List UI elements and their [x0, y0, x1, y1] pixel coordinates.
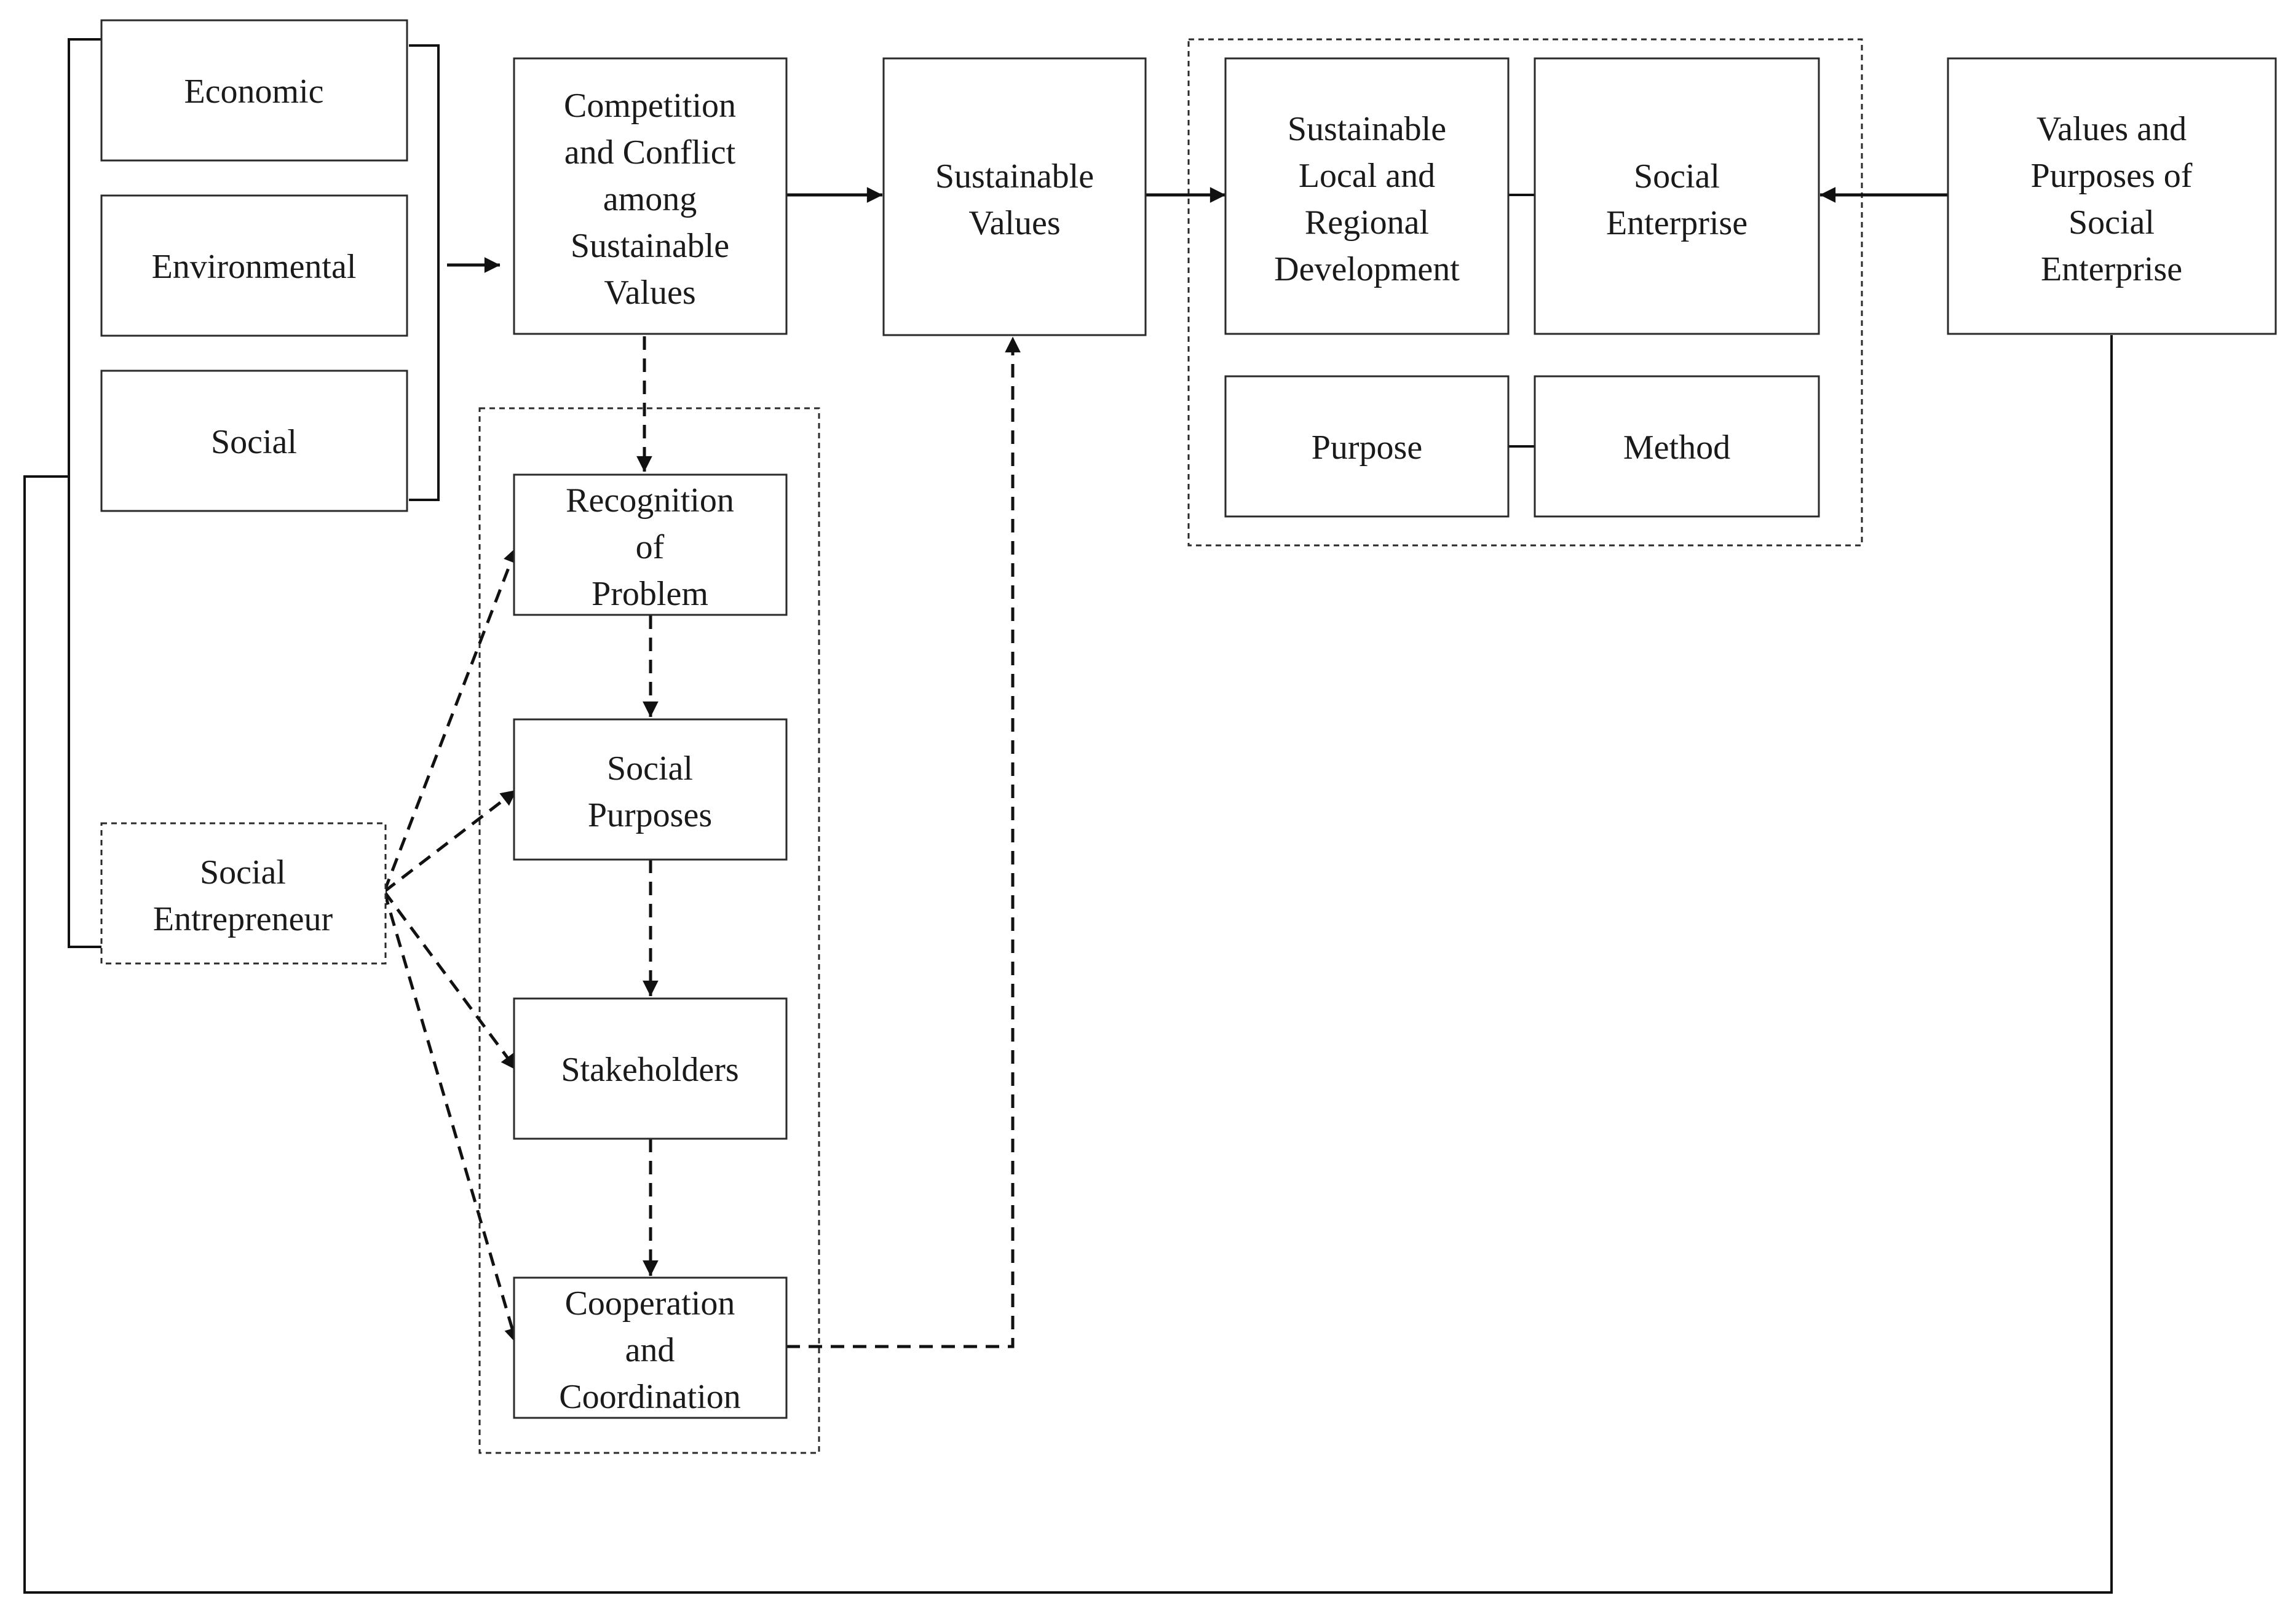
cooperation-line-2: and [625, 1331, 675, 1369]
competition-line-2: and Conflict [564, 133, 736, 172]
entrepreneur-to-recognition-arrow [382, 547, 519, 892]
sustainable-values-line-1: Sustainable [935, 157, 1094, 196]
purpose-box: Purpose [1224, 375, 1510, 518]
process-steps-group [478, 407, 820, 1454]
purpose-label: Purpose [1312, 429, 1422, 467]
cooperation-line-3: Coordination [559, 1378, 741, 1416]
recognition-box: Recognition of Problem [513, 473, 788, 616]
values-purposes-box: Values and Purposes of Social Enterprise [1947, 57, 2277, 335]
left-bracket [68, 38, 101, 948]
social-label: Social [211, 423, 297, 461]
recognition-line-3: Problem [592, 575, 708, 613]
recognition-line-2: of [636, 528, 665, 566]
values-purposes-line-3: Social [2068, 204, 2155, 242]
recognition-line-1: Recognition [566, 481, 734, 520]
local-dev-line-2: Local and [1299, 157, 1435, 195]
entrepreneur-to-cooperation-arrow [382, 891, 520, 1344]
environmental-box: Environmental [100, 194, 408, 337]
local-regional-development-box: Sustainable Local and Regional Developme… [1224, 57, 1510, 335]
social-purposes-box: Social Purposes [513, 718, 788, 861]
stakeholders-box: Stakeholders [513, 997, 788, 1140]
social-enterprise-box: Social Enterprise [1534, 57, 1820, 335]
method-label: Method [1623, 429, 1730, 467]
social-enterprise-group [1187, 38, 1863, 547]
competition-line-4: Sustainable [571, 227, 729, 265]
feedback-loop-connector [23, 335, 2113, 1594]
cooperation-line-1: Cooperation [565, 1284, 735, 1323]
social-entrepreneur-line-2: Entrepreneur [153, 900, 333, 938]
social-purposes-line-2: Purposes [588, 796, 712, 834]
environmental-label: Environmental [152, 248, 357, 286]
local-dev-line-1: Sustainable [1288, 110, 1446, 148]
entrepreneur-to-social-purposes-arrow [383, 789, 518, 893]
pillars-bracket [409, 44, 440, 501]
sustainable-values-line-2: Values [968, 204, 1060, 242]
values-purposes-line-4: Enterprise [2041, 250, 2182, 288]
social-entrepreneur-box: Social Entrepreneur [100, 822, 387, 965]
local-dev-line-4: Development [1274, 250, 1460, 288]
competition-line-5: Values [604, 274, 695, 312]
cooperation-to-sustainable-values-arrow [786, 336, 1021, 1348]
economic-label: Economic [184, 73, 323, 111]
social-box: Social [100, 370, 408, 512]
competition-line-3: among [603, 180, 697, 218]
values-purposes-line-1: Values and [2037, 110, 2187, 148]
entrepreneur-to-stakeholders-arrow [382, 890, 518, 1071]
social-entrepreneur-line-1: Social [200, 853, 286, 892]
social-purposes-line-1: Social [607, 750, 693, 788]
sustainable-values-box: Sustainable Values [882, 57, 1147, 336]
competition-line-1: Competition [564, 87, 736, 125]
stakeholders-label: Stakeholders [561, 1051, 738, 1089]
method-box: Method [1534, 375, 1820, 518]
competition-box: Competition and Conflict among Sustainab… [513, 57, 788, 335]
social-enterprise-line-2: Enterprise [1606, 204, 1748, 242]
local-dev-line-3: Regional [1305, 204, 1429, 242]
social-enterprise-line-1: Social [1634, 157, 1720, 196]
values-purposes-line-2: Purposes of [2031, 157, 2193, 195]
economic-box: Economic [100, 19, 408, 162]
cooperation-box: Cooperation and Coordination [513, 1276, 788, 1419]
